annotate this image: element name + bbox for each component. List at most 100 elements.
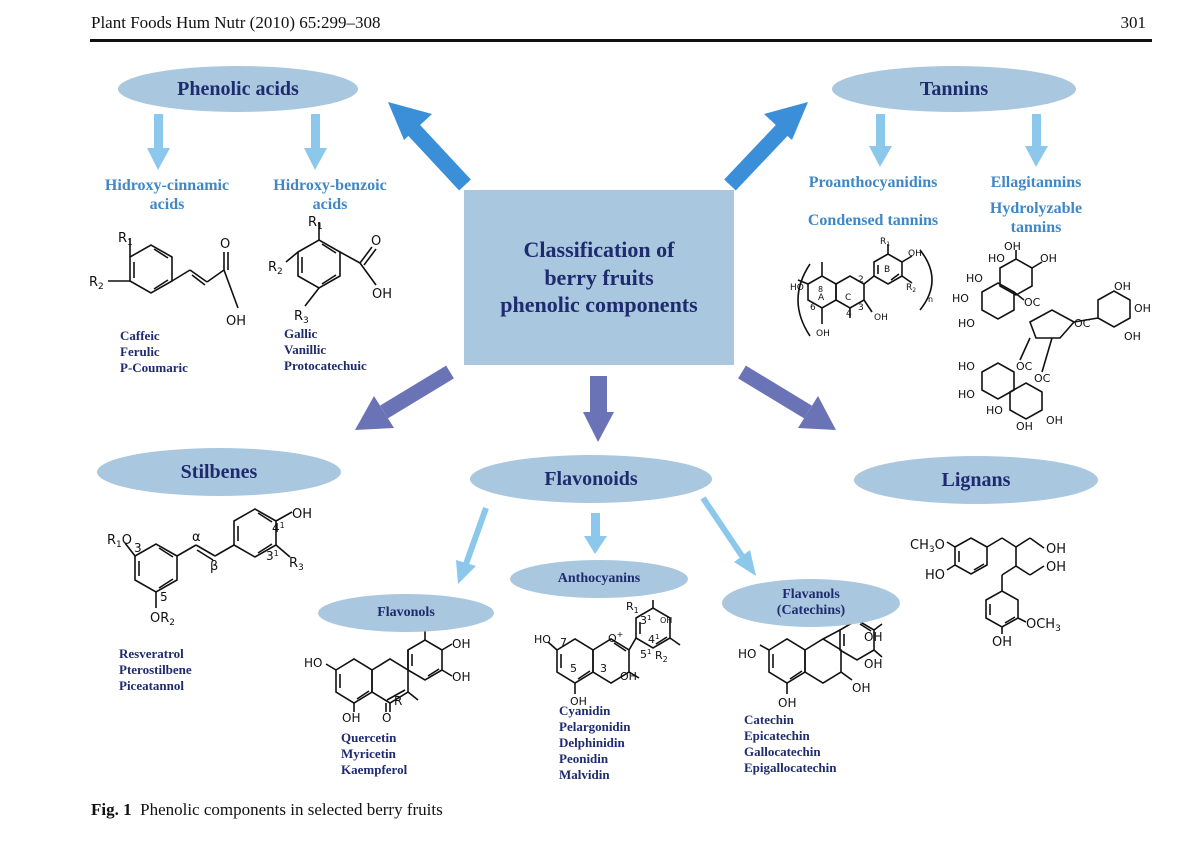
figure-label: Fig. 1 xyxy=(91,800,132,819)
tannins-ellipse: Tannins xyxy=(832,66,1076,112)
hydroxycinnamic-structure xyxy=(108,238,239,309)
lignans-ellipse: Lignans xyxy=(854,456,1098,504)
catechin-oh-bottom: OH xyxy=(778,696,796,710)
stilbene-3-label: 3 xyxy=(134,541,142,555)
ellag-oh3: OH xyxy=(1114,280,1131,293)
ellag-ho7: HO xyxy=(986,404,1003,417)
antho-oh-top: OH xyxy=(660,616,672,625)
flavonol-o-label: O xyxy=(382,711,391,725)
list-item: Catechin xyxy=(744,712,794,727)
ellag-oh7: OH xyxy=(1046,414,1063,427)
arrow-to-flavonols xyxy=(456,506,489,584)
antho-oplus-label: O+ xyxy=(608,630,623,645)
stilbene-alpha-label: α xyxy=(192,530,201,545)
antho-r1-label: R1 xyxy=(626,600,639,615)
condensed-oh-bottom: OH xyxy=(816,329,830,339)
stilbene-beta-label: β xyxy=(210,559,218,574)
arrow-to-lignans xyxy=(738,365,836,430)
ellag-oh5: OH xyxy=(1124,330,1141,343)
list-item: Epigallocatechin xyxy=(744,760,837,775)
flavonols-title: Flavonols xyxy=(377,604,435,620)
antho-5-label: 5 xyxy=(570,662,577,675)
lignan-ch3o-label: CH3O xyxy=(910,538,945,555)
cinnamic-examples: Caffeic Ferulic P-Coumaric xyxy=(120,328,188,376)
condensed-r1-label: R1 xyxy=(880,237,890,248)
condensed-tannin-structure xyxy=(797,244,933,337)
cinnamic-o-label: O xyxy=(220,237,230,252)
ellagitannin-structure xyxy=(981,250,1131,420)
flavonol-ho-label: HO xyxy=(304,656,322,670)
cinnamic-r2-label: R2 xyxy=(89,275,104,292)
anthocyanidin-structure xyxy=(547,600,681,694)
antho-41-label: 41 xyxy=(648,633,659,646)
condensed-ho-label: HO xyxy=(790,283,804,293)
flavanols-ellipse: Flavanols(Catechins) xyxy=(722,579,900,627)
ellag-oh1: OH xyxy=(1004,240,1021,253)
ellag-oc3: OC xyxy=(1016,360,1033,373)
cinnamic-oh-label: OH xyxy=(226,314,246,329)
ellag-ho1: HO xyxy=(988,252,1005,265)
anthocyanin-examples: Cyanidin Pelargonidin Delphinidin Peonid… xyxy=(559,703,631,783)
list-item: Pterostilbene xyxy=(119,662,192,677)
arrow-to-cinnamic xyxy=(147,114,170,170)
cinnamic-r1-label: R1 xyxy=(118,231,133,248)
benzoic-r2-label: R2 xyxy=(268,260,283,277)
flavonol-r-label: R xyxy=(394,694,402,708)
flavonol-oh-bottom: OH xyxy=(342,711,360,725)
stilbene-r1o-label: R1O xyxy=(107,533,132,550)
antho-oh-3: OH xyxy=(620,670,637,683)
antho-7-label: 7 xyxy=(560,636,567,649)
list-item: Quercetin xyxy=(341,730,397,745)
arrow-to-ellagitannins xyxy=(1025,114,1048,167)
ellag-oh6: OH xyxy=(1016,420,1033,433)
ellag-ho2: HO xyxy=(966,272,983,285)
stilbene-5-label: 5 xyxy=(160,590,168,604)
stilbenes-ellipse: Stilbenes xyxy=(97,448,341,496)
center-classification-box: Classification of berry fruits phenolic … xyxy=(464,190,734,365)
stilbene-31-label: 31 xyxy=(266,549,279,563)
ellag-oc4: OC xyxy=(1034,372,1051,385)
condensed-oh-3: OH xyxy=(874,313,888,323)
flavonol-oh-right1: OH xyxy=(452,637,470,651)
list-item: Ferulic xyxy=(120,344,160,359)
list-item: Vanillic xyxy=(284,342,327,357)
list-item: Epicatechin xyxy=(744,728,810,743)
list-item: Piceatannol xyxy=(119,678,184,693)
ellag-oc1: OC xyxy=(1024,296,1041,309)
condensed-8-label: 8 xyxy=(818,285,823,294)
benzoic-oh-label: OH xyxy=(372,287,392,302)
benzoic-examples: Gallic Vanillic Protocatechuic xyxy=(284,326,367,374)
flavonol-examples: Quercetin Myricetin Kaempferol xyxy=(341,730,407,778)
lignans-title: Lignans xyxy=(941,468,1011,491)
arrow-to-benzoic xyxy=(304,114,327,170)
condensed-3-label: 3 xyxy=(858,303,864,313)
antho-r2-label: R2 xyxy=(655,649,668,664)
list-item: Kaempferol xyxy=(341,762,408,777)
phenolic-acids-title: Phenolic acids xyxy=(177,77,299,100)
catechin-oh-right1: OH xyxy=(864,630,882,644)
antho-oh-bottom: OH xyxy=(570,695,587,708)
center-title: Classification of berry fruits phenolic … xyxy=(500,237,698,318)
stilbene-r3-label: R3 xyxy=(289,556,304,573)
lignan-och3-label: OCH3 xyxy=(1026,617,1061,634)
arrow-to-stilbenes xyxy=(355,365,454,430)
proanthocyanidins-label: Proanthocyanidins xyxy=(808,174,938,191)
lignan-oh1: OH xyxy=(1046,542,1066,557)
antho-31-label: 31 xyxy=(640,614,651,627)
list-item: Malvidin xyxy=(559,767,610,782)
list-item: Cyanidin xyxy=(559,703,611,718)
condensed-4-label: 4 xyxy=(846,309,852,319)
benzoic-r1-label: R1 xyxy=(308,215,323,232)
stilbenes-title: Stilbenes xyxy=(180,460,258,483)
ellag-oh2: OH xyxy=(1040,252,1057,265)
list-item: Pelargonidin xyxy=(559,719,631,734)
condensed-ring-a: A xyxy=(818,293,825,303)
list-item: Gallic xyxy=(284,326,318,341)
ellag-ho4: HO xyxy=(958,317,975,330)
lignan-oh3: OH xyxy=(992,635,1012,650)
header-rule xyxy=(90,39,1152,42)
list-item: Gallocatechin xyxy=(744,744,821,759)
